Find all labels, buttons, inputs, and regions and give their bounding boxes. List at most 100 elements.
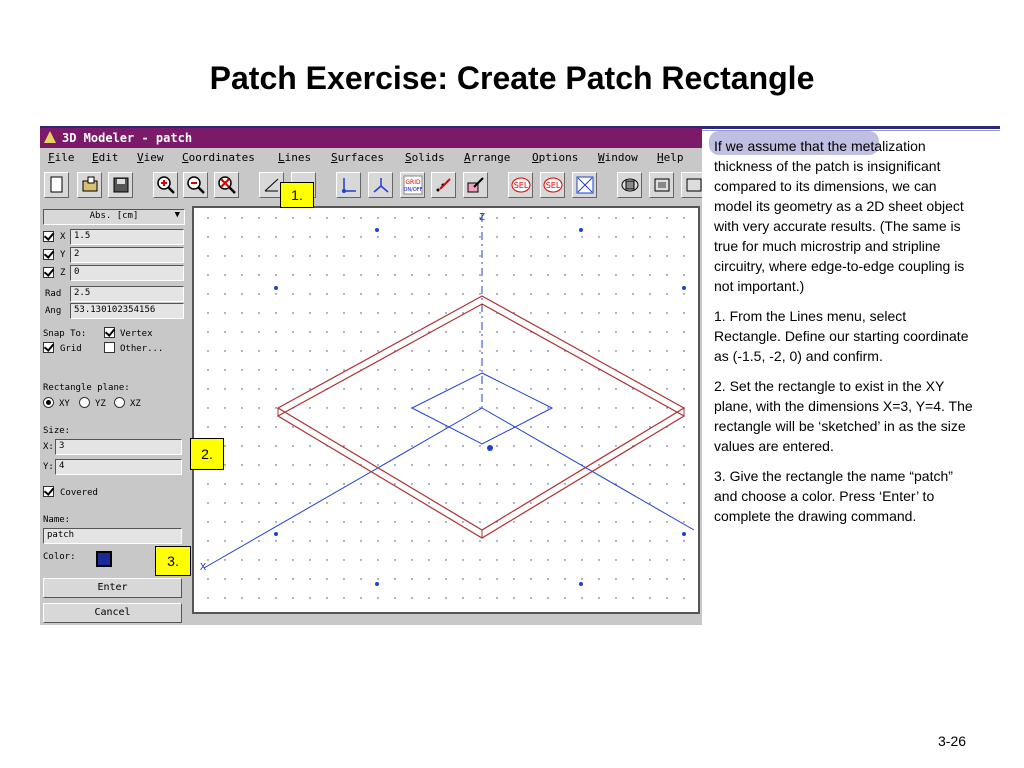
- view-button[interactable]: [617, 172, 642, 198]
- grid-dot: [377, 426, 379, 428]
- axis-rotate-button[interactable]: [368, 172, 393, 198]
- menu-file[interactable]: File: [48, 151, 75, 164]
- grid-dot: [258, 559, 260, 561]
- menu-window[interactable]: Window: [598, 151, 638, 164]
- menu-edit[interactable]: Edit: [92, 151, 119, 164]
- grid-dot: [649, 483, 651, 485]
- grid-dot: [360, 578, 362, 580]
- zoom-fit-button[interactable]: [214, 172, 239, 198]
- grid-dot: [683, 464, 685, 466]
- cancel-button[interactable]: Cancel: [43, 603, 182, 623]
- plane-yz-radio[interactable]: [79, 397, 90, 408]
- grid-dot: [207, 236, 209, 238]
- grid-dot: [649, 407, 651, 409]
- grid-dot: [598, 578, 600, 580]
- view3-button[interactable]: [681, 172, 702, 198]
- menu-coordinates[interactable]: Coordinates: [182, 151, 255, 164]
- z-label: Z: [60, 268, 66, 278]
- new-icon: [50, 176, 63, 193]
- size-x-field[interactable]: 3: [55, 439, 182, 455]
- axis-button[interactable]: [336, 172, 361, 198]
- x-field[interactable]: 1.5: [70, 229, 184, 245]
- note-step-3: 3. Give the rectangle the name “patch” a…: [714, 468, 953, 524]
- grid-dot: [360, 540, 362, 542]
- grid-dot: [547, 483, 549, 485]
- y-checkbox[interactable]: [43, 249, 54, 260]
- modeler-viewport[interactable]: Z X: [192, 206, 700, 614]
- grid-dot: [581, 255, 583, 257]
- new-button[interactable]: [44, 172, 69, 198]
- grid-dot: [360, 217, 362, 219]
- enter-button[interactable]: Enter: [43, 578, 182, 598]
- grid-dot: [343, 426, 345, 428]
- grid-dot: [462, 293, 464, 295]
- fill-button[interactable]: [463, 172, 488, 198]
- grid-dot: [258, 331, 260, 333]
- select2-button[interactable]: SEL: [540, 172, 565, 198]
- open-button[interactable]: [77, 172, 102, 198]
- other-checkbox[interactable]: [104, 342, 115, 353]
- view2-button[interactable]: [649, 172, 674, 198]
- grid-dot: [241, 255, 243, 257]
- covered-checkbox[interactable]: [43, 486, 54, 497]
- grid-dot: [564, 426, 566, 428]
- grid-dot: [377, 331, 379, 333]
- select-all-button[interactable]: [572, 172, 597, 198]
- grid-dot: [513, 217, 515, 219]
- grid-dot: [224, 464, 226, 466]
- snap-button[interactable]: [431, 172, 456, 198]
- rad-field[interactable]: 2.5: [70, 286, 184, 302]
- select-button[interactable]: SEL: [508, 172, 533, 198]
- grid-dot: [513, 597, 515, 599]
- grid-dot: [377, 521, 379, 523]
- z-field[interactable]: 0: [70, 265, 184, 281]
- select-all-icon: [576, 176, 594, 194]
- menu-surfaces[interactable]: Surfaces: [331, 151, 384, 164]
- modeler-window: 3D Modeler - patch File Edit View Coordi…: [40, 128, 702, 625]
- name-field[interactable]: patch: [43, 528, 182, 544]
- grid-dot: [360, 312, 362, 314]
- menu-help[interactable]: Help: [657, 151, 684, 164]
- grid-dot: [258, 388, 260, 390]
- size-y-field[interactable]: 4: [55, 459, 182, 475]
- grid-dot: [241, 312, 243, 314]
- x-checkbox[interactable]: [43, 231, 54, 242]
- ang-field[interactable]: 53.130102354156: [70, 303, 184, 319]
- grid-dot: [292, 521, 294, 523]
- grid-dot: [615, 426, 617, 428]
- grid-dot: [275, 426, 277, 428]
- menu-options[interactable]: Options: [532, 151, 579, 164]
- axis-z-label: Z: [479, 212, 485, 223]
- plane-xz-radio[interactable]: [114, 397, 125, 408]
- grid-dot: [513, 255, 515, 257]
- grid-dot: [343, 312, 345, 314]
- grid-dot: [309, 540, 311, 542]
- grid-checkbox[interactable]: [43, 342, 54, 353]
- menu-solids[interactable]: Solids: [405, 151, 445, 164]
- grid-dot: [326, 217, 328, 219]
- rect-plane-label: Rectangle plane:: [43, 383, 130, 393]
- y-field[interactable]: 2: [70, 247, 184, 263]
- grid-dot: [428, 483, 430, 485]
- units-dropdown[interactable]: Abs. [cm] ▼: [43, 209, 185, 225]
- grid-dot: [683, 350, 685, 352]
- zoom-in-button[interactable]: [153, 172, 178, 198]
- z-checkbox[interactable]: [43, 267, 54, 278]
- grid-dot: [411, 483, 413, 485]
- grid-dot: [632, 521, 634, 523]
- plane-xy-radio[interactable]: [43, 397, 54, 408]
- grid-dot: [207, 578, 209, 580]
- save-button[interactable]: [108, 172, 133, 198]
- color-swatch[interactable]: [96, 551, 112, 567]
- zoom-out-button[interactable]: [183, 172, 208, 198]
- menu-arrange[interactable]: Arrange: [464, 151, 511, 164]
- menu-view[interactable]: View: [137, 151, 164, 164]
- grid-dot: [343, 255, 345, 257]
- grid-dot: [360, 388, 362, 390]
- menu-lines[interactable]: Lines: [278, 151, 312, 164]
- vertex-checkbox[interactable]: [104, 327, 115, 338]
- grid-dot: [649, 464, 651, 466]
- grid-dot: [445, 578, 447, 580]
- grid-dot: [683, 369, 685, 371]
